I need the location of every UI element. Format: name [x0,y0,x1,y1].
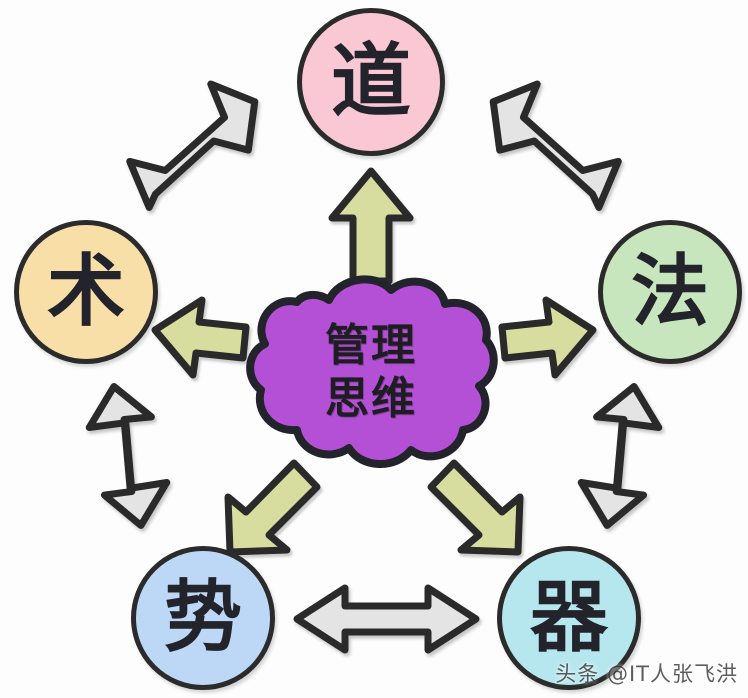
cloud-shape [246,275,498,468]
node-qi[interactable]: 器 [497,546,641,690]
node-shi[interactable]: 势 [131,546,275,690]
node-fa[interactable]: 法 [598,220,742,364]
center-cloud[interactable]: 管理 思维 [243,272,499,472]
node-shu[interactable]: 术 [14,220,158,364]
arrow-shi-shu [85,383,171,529]
watermark: 头条 @IT人张飞洪 [555,662,738,686]
arrow-fa-qi [577,383,663,529]
node-dao[interactable]: 道 [297,8,445,156]
arrow-center-to-shu [151,296,250,379]
arrow-center-to-shi [224,459,321,556]
arrow-center-to-dao [328,167,414,285]
node-qi-label: 器 [529,573,608,663]
arrow-shi-qi [293,584,480,654]
arrow-dao-fa [489,80,622,211]
node-shi-label: 势 [163,573,242,663]
arrow-center-to-qi [427,459,524,556]
node-dao-label: 道 [331,35,411,128]
node-fa-label: 法 [630,247,709,337]
arrow-center-to-fa [498,296,597,379]
arrow-shu-dao [126,80,259,211]
node-shu-label: 术 [46,247,125,337]
